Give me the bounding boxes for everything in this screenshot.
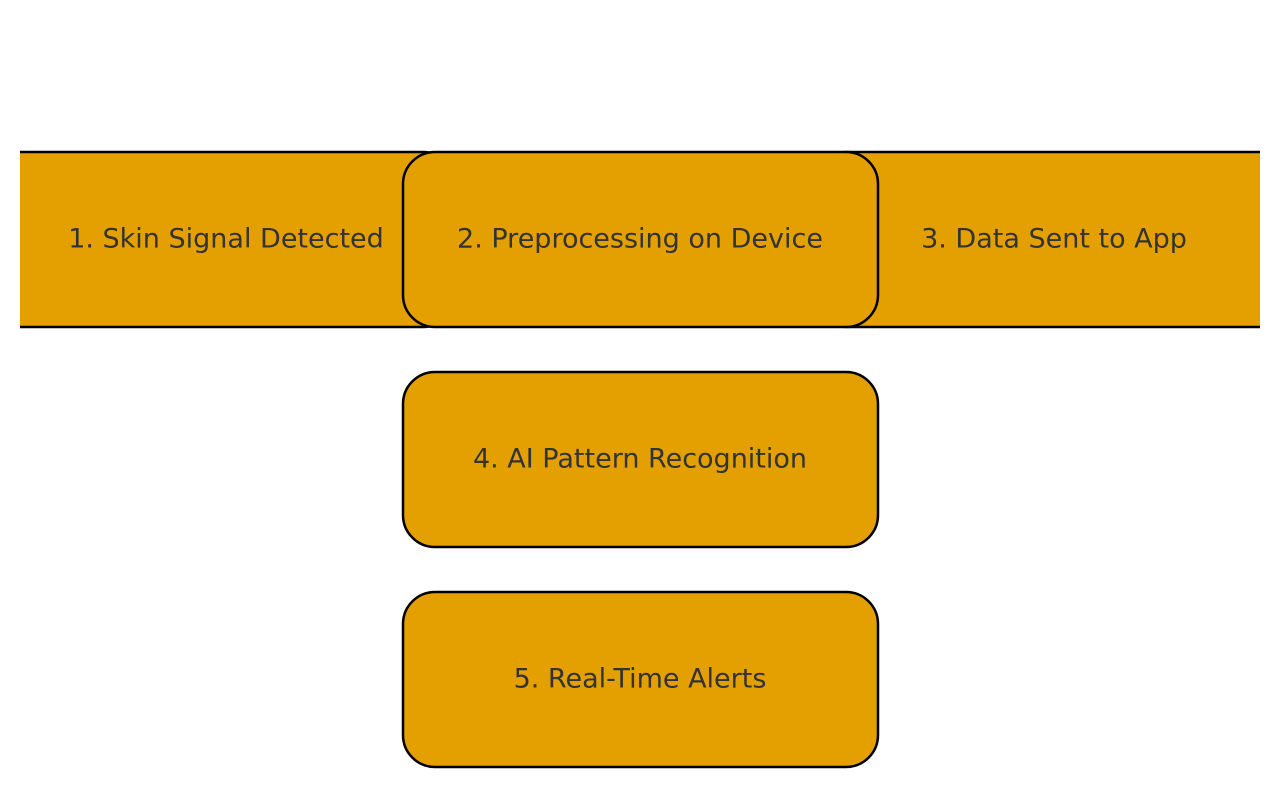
step-5-node: 5. Real-Time Alerts (401, 590, 880, 769)
step-2-node: 2. Preprocessing on Device (401, 150, 880, 329)
step-4-box (401, 370, 880, 549)
step-1-node: 1. Skin Signal Detected (0, 150, 457, 329)
step-1-label: 1. Skin Signal Detected (68, 224, 384, 255)
step-3-label: 3. Data Sent to App (921, 224, 1187, 255)
step-5-label: 5. Real-Time Alerts (514, 664, 767, 695)
step-2-box (401, 150, 880, 329)
step-4-node: 4. AI Pattern Recognition (401, 370, 880, 549)
step-3-node: 3. Data Sent to App (814, 150, 1280, 329)
step-4-label: 4. AI Pattern Recognition (473, 444, 807, 475)
left-crop-mask (0, 140, 20, 340)
step-5-box (401, 590, 880, 769)
right-crop-mask (1260, 140, 1280, 340)
step-2-label: 2. Preprocessing on Device (457, 224, 823, 255)
